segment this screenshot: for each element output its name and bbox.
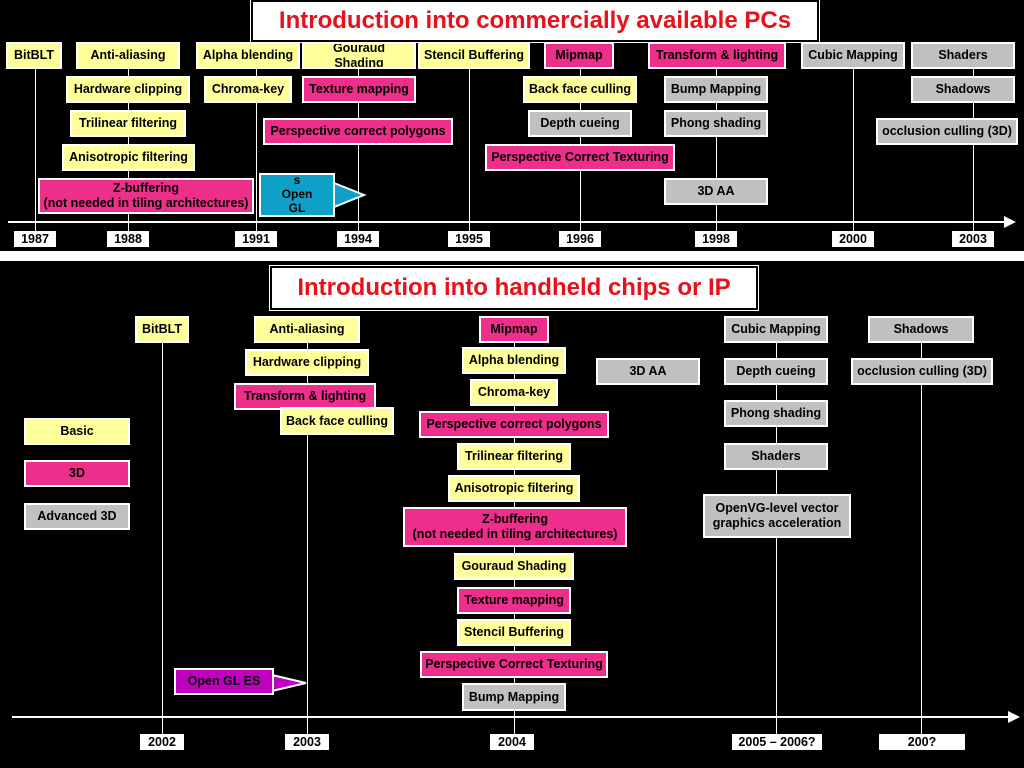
top-year-label: 1994 — [337, 231, 379, 247]
bottom-feature-bitblt: BitBLT — [135, 316, 189, 343]
top-feature-back-face-culling: Back face culling — [523, 76, 637, 103]
bottom-feature-cubic-mapping: Cubic Mapping — [724, 316, 828, 343]
bottom-api-opengl-es: Open GL ES — [174, 668, 274, 695]
bottom-feature-shadows: Shadows — [868, 316, 974, 343]
top-feature-transform-lighting: Transform & lighting — [648, 42, 786, 69]
top-feature-z-buffering: Z-buffering (not needed in tiling archit… — [38, 178, 254, 214]
bottom-feature-bump-mapping: Bump Mapping — [462, 683, 566, 711]
bottom-feature-trilinear-filtering: Trilinear filtering — [457, 443, 571, 470]
bottom-year-label: 2005 – 2006? — [732, 734, 822, 750]
top-year-label: 1998 — [695, 231, 737, 247]
bottom-feature-anti-aliasing: Anti-aliasing — [254, 316, 360, 343]
top-feature-hardware-clipping: Hardware clipping — [66, 76, 190, 103]
bottom-year-line-200x — [921, 340, 922, 734]
legend-3d: 3D — [24, 460, 130, 487]
top-feature-perspective-correct-polygons: Perspective correct polygons — [263, 118, 453, 145]
bottom-year-line-2002 — [162, 340, 163, 734]
top-feature-anti-aliasing: Anti-aliasing — [76, 42, 180, 69]
bottom-feature-hardware-clipping: Hardware clipping — [245, 349, 369, 376]
bottom-feature-openvg: OpenVG-level vector graphics acceleratio… — [703, 494, 851, 538]
top-year-label: 1996 — [559, 231, 601, 247]
top-year-line-1991 — [256, 66, 257, 232]
bottom-timeline-axis — [12, 716, 1008, 718]
bottom-feature-alpha-blending: Alpha blending — [462, 347, 566, 374]
top-year-label: 1988 — [107, 231, 149, 247]
bottom-year-label: 2004 — [490, 734, 534, 750]
top-feature-occlusion-culling: occlusion culling (3D) — [876, 118, 1018, 145]
top-feature-phong-shading: Phong shading — [664, 110, 768, 137]
bottom-year-line-2003 — [307, 340, 308, 734]
top-feature-stencil-buffering: Stencil Buffering — [418, 42, 530, 69]
top-feature-perspective-correct-texturing: Perspective Correct Texturing — [485, 144, 675, 171]
top-year-line-2000 — [853, 66, 854, 232]
bottom-feature-mipmap: Mipmap — [479, 316, 549, 343]
top-year-line-1994 — [358, 66, 359, 232]
top-year-label: 1987 — [14, 231, 56, 247]
top-feature-bump-mapping: Bump Mapping — [664, 76, 768, 103]
bottom-feature-3d-aa: 3D AA — [596, 358, 700, 385]
top-year-label: 1995 — [448, 231, 490, 247]
top-api-windows-opengl: Window s Open GL — [259, 173, 335, 217]
bottom-feature-texture-mapping: Texture mapping — [457, 587, 571, 614]
top-feature-chroma-key: Chroma-key — [204, 76, 292, 103]
top-feature-depth-cueing: Depth cueing — [528, 110, 632, 137]
top-feature-cubic-mapping: Cubic Mapping — [801, 42, 905, 69]
bottom-feature-perspective-correct-texturing: Perspective Correct Texturing — [420, 651, 608, 678]
top-feature-anisotropic-filtering: Anisotropic filtering — [62, 144, 195, 171]
top-title: Introduction into commercially available… — [250, 0, 820, 43]
bottom-feature-stencil-buffering: Stencil Buffering — [457, 619, 571, 646]
legend-advanced-3d: Advanced 3D — [24, 503, 130, 530]
top-feature-shadows: Shadows — [911, 76, 1015, 103]
bottom-feature-gouraud-shading: Gouraud Shading — [454, 553, 574, 580]
bottom-feature-transform-lighting: Transform & lighting — [234, 383, 376, 410]
bottom-api-arrow — [271, 673, 307, 693]
bottom-title: Introduction into handheld chips or IP — [269, 265, 759, 311]
top-feature-texture-mapping: Texture mapping — [302, 76, 416, 103]
top-feature-alpha-blending: Alpha blending — [196, 42, 300, 69]
top-feature-bitblt: BitBLT — [6, 42, 62, 69]
panel-divider — [0, 251, 1024, 261]
top-year-line-2003 — [973, 66, 974, 232]
bottom-feature-depth-cueing: Depth cueing — [724, 358, 828, 385]
top-feature-3d-aa: 3D AA — [664, 178, 768, 205]
bottom-year-label: 2002 — [140, 734, 184, 750]
top-api-arrow — [333, 181, 367, 209]
bottom-feature-perspective-correct-polygons: Perspective correct polygons — [419, 411, 609, 438]
bottom-feature-z-buffering: Z-buffering (not needed in tiling archit… — [403, 507, 627, 547]
top-year-label: 2003 — [952, 231, 994, 247]
top-feature-shaders: Shaders — [911, 42, 1015, 69]
top-feature-mipmap: Mipmap — [544, 42, 614, 69]
bottom-feature-anisotropic-filtering: Anisotropic filtering — [448, 475, 580, 502]
top-feature-gouraud-shading: Gouraud Shading — [302, 42, 416, 69]
bottom-feature-occlusion-culling: occlusion culling (3D) — [851, 358, 993, 385]
bottom-year-label: 200? — [879, 734, 965, 750]
bottom-feature-shaders: Shaders — [724, 443, 828, 470]
top-year-line-1987 — [35, 66, 36, 232]
top-timeline-axis — [8, 221, 1004, 223]
top-year-label: 2000 — [832, 231, 874, 247]
bottom-feature-chroma-key: Chroma-key — [470, 379, 558, 406]
top-feature-trilinear-filtering: Trilinear filtering — [70, 110, 186, 137]
top-year-line-1995 — [469, 66, 470, 232]
bottom-feature-back-face-culling: Back face culling — [280, 407, 394, 435]
bottom-feature-phong-shading: Phong shading — [724, 400, 828, 427]
bottom-timeline-arrowhead — [1008, 711, 1020, 723]
bottom-year-label: 2003 — [285, 734, 329, 750]
top-timeline-arrowhead — [1004, 216, 1016, 228]
legend-basic: Basic — [24, 418, 130, 445]
top-year-label: 1991 — [235, 231, 277, 247]
top-year-line-1998 — [716, 66, 717, 232]
